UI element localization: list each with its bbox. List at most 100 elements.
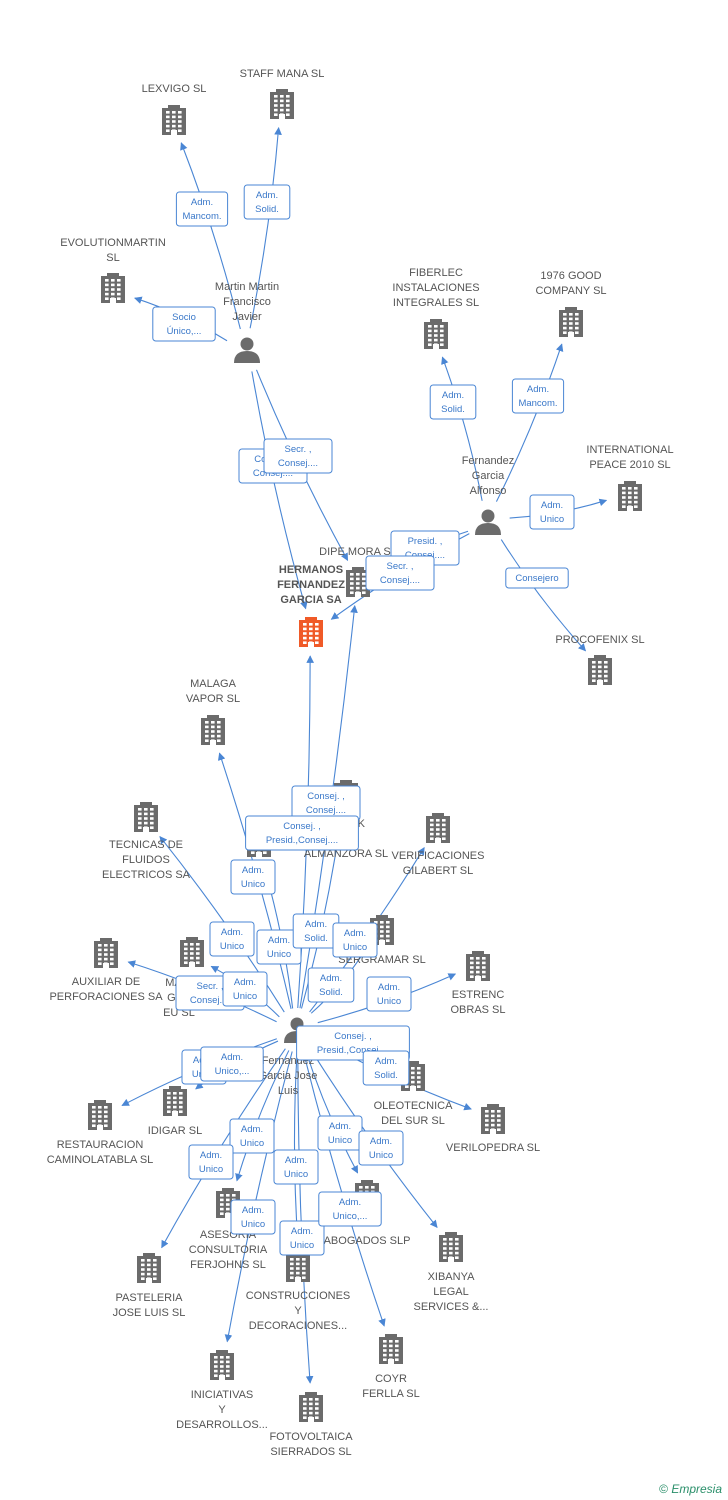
building-icon [270,89,294,119]
node-label: VAPOR SL [186,693,240,705]
nodes-layer: LEXVIGO SL STAFF MANA SL EVOLUTIONMARTIN SL… [47,68,674,1458]
edge-label-alfonso-hermanos[interactable]: Secr. ,Consej.... [365,555,435,591]
edge-label-text: Consejero [515,573,558,584]
node-label: OLEOTECNICA [374,1100,454,1112]
edge-label-jose-almanzora[interactable]: Adm.Solid. [292,913,340,949]
node-label: FERNANDEZ [277,579,345,591]
node-label: FERJOHNS SL [190,1259,266,1271]
building-icon [618,481,642,511]
person-icon [475,509,501,535]
edge-label-jose-verificaciones[interactable]: Adm.Unico [332,922,378,958]
node-label: Martin Martin [215,281,279,293]
node-label: OBRAS SL [450,1004,505,1016]
edge-label-text: Unico [540,514,564,525]
node-idigar[interactable]: IDIGAR SL [148,1086,202,1137]
node-construcciones[interactable]: CONSTRUCCIONESYDECORACIONES... [246,1252,351,1332]
node-label: ALMANZORA SL [304,848,388,860]
edge-label-text: Adm. [268,935,290,946]
edge-label-jose-verilopedra[interactable]: Adm.Solid. [362,1050,410,1086]
edge-label-text: Adm. [378,982,400,993]
edge-label-martin-dipemora[interactable]: Secr. ,Consej.... [263,438,333,474]
node-evolution[interactable]: EVOLUTIONMARTIN SL [60,237,166,303]
node-label: FLUIDOS [122,854,170,866]
edge-label-text: Adm. [339,1197,361,1208]
node-verilopedra[interactable]: VERILOPEDRA SL [446,1104,540,1154]
edge-label-martin-evolution[interactable]: SocioÚnico,... [152,306,216,342]
edge-label-text: Adm. [221,927,243,938]
edge-jose-to-iniciativas [224,1051,293,1343]
footer-credit[interactable]: © Empresia [659,1482,722,1496]
edge-label-jose-mari[interactable]: Adm.Unico [222,971,268,1007]
edge-label-text: Adm. [285,1155,307,1166]
edge-label-text: Adm. [200,1150,222,1161]
edge-label-jose-pasteleria[interactable]: Adm.Unico [188,1144,234,1180]
edge-label-alfonso-good1976[interactable]: Adm.Mancom. [511,378,565,414]
node-iniciativas[interactable]: INICIATIVASYDESARROLLOS... [176,1350,268,1431]
building-icon [426,813,450,843]
edge-label-jose-xibanya[interactable]: Adm.Unico [358,1130,404,1166]
node-label: EVOLUTIONMARTIN [60,237,166,249]
edge-label-jose-idigar[interactable]: Adm.Unico,... [200,1046,264,1082]
edge-label-text: Consej. , [307,791,345,802]
edge-label-jose-hermanos[interactable]: Consej. ,Consej.... [291,785,361,821]
edge-label-jose-construcciones[interactable]: Adm.Unico [273,1149,319,1185]
edge-label-text: Adm. [541,500,563,511]
edge-label-text: Adm. [291,1226,313,1237]
edge-label-text: Presid. , [408,536,443,547]
edge-label-jose-tecnicas[interactable]: Adm.Unico [209,921,255,957]
edge-label-martin-lexvigo[interactable]: Adm.Mancom. [175,191,229,227]
node-label: Francisco [223,296,271,308]
edge-label-jose-asesoria[interactable]: Adm.Unico [229,1118,275,1154]
edge-label-jose-estrenc[interactable]: Adm.Unico [366,976,412,1012]
building-icon [162,105,186,135]
edge-label-alfonso-fiberlec[interactable]: Adm.Solid. [429,384,477,420]
node-label: Luis [278,1085,299,1097]
node-label: PERFORACIONES SA [49,991,163,1003]
copyright-symbol: © [659,1482,668,1496]
edge-label-jose-sergramar[interactable]: Adm.Solid. [307,967,355,1003]
edge-label-jose-iniciativas[interactable]: Adm.Unico [230,1199,276,1235]
edge-label-alfonso-procofenix[interactable]: Consejero [505,567,569,589]
edge-label-text: Adm. [527,384,549,395]
edge-label-text: Consej.... [190,995,230,1006]
node-label: GARCIA SA [280,594,341,606]
edge-label-text: Adm. [256,190,278,201]
edge-label-jose-malaga[interactable]: Adm.Unico [230,859,276,895]
node-label: SL [106,252,119,264]
edge-jose-to-coyr [302,1050,386,1327]
node-lexvigo[interactable]: LEXVIGO SL [142,83,207,135]
edge-label-text: Adm. [191,197,213,208]
edge-label-jose-fotovoltaica[interactable]: Adm.Unico [279,1220,325,1256]
edge-label-martin-staffmana[interactable]: Adm. Solid. [243,184,291,220]
node-staffmana[interactable]: STAFF MANA SL [240,68,325,119]
edge-label-jose-coyr[interactable]: Adm.Unico,... [318,1191,382,1227]
building-icon [180,937,204,967]
edge-label-jose-abogados[interactable]: Adm.Unico [317,1115,363,1151]
node-procofenix[interactable]: PROCOFENIX SL [555,634,645,685]
edge-label-text: Solid. [255,204,279,215]
edge-label-text: Solid. [319,987,343,998]
building-icon [299,617,323,647]
edge-label-alfonso-intpeace[interactable]: Adm. Unico [529,494,575,530]
edge-label-text: Adm. [375,1056,397,1067]
edge-label-jose-dipemora[interactable]: Consej. ,Presid.,Consej.... [245,815,359,851]
node-label: DECORACIONES... [249,1320,347,1332]
